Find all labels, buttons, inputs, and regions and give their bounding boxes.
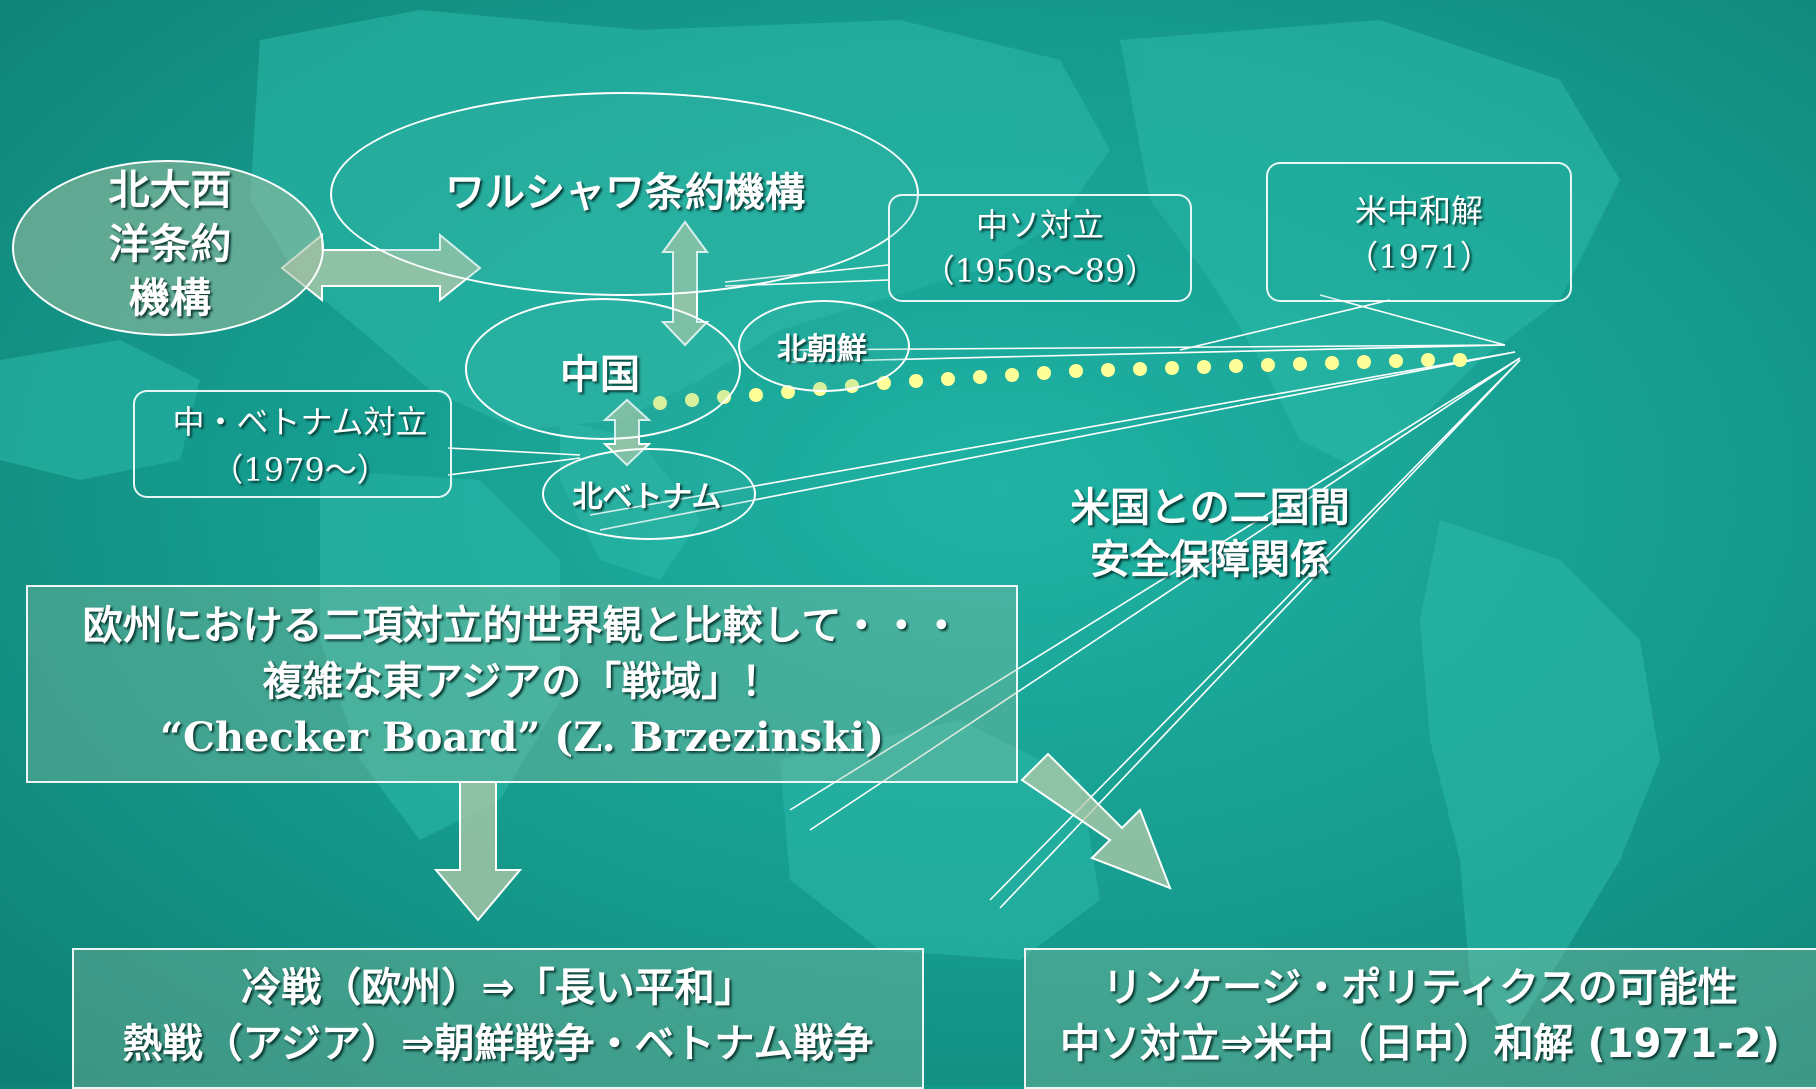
us-security-label: 米国との二国間 安全保障関係 (1030, 482, 1390, 586)
us-china-callout (1266, 162, 1572, 302)
us-china-title: 米中和解 (1354, 192, 1483, 230)
warsaw-pact-node (330, 92, 919, 296)
china-vietnam-text: 中・ベトナム対立 （1979～） (150, 398, 450, 494)
bottom-left-line2: 熱戦（アジア）⇒朝鮮戦争・ベトナム戦争 (122, 1021, 874, 1067)
down-arrow (433, 781, 523, 922)
sino-soviet-title: 中ソ対立 (975, 206, 1104, 244)
summary-line2: 複雑な東アジアの「戦域」！ (262, 659, 782, 705)
china-vietnam-years: （1979～） (211, 451, 389, 489)
north-korea-label: 北朝鮮 (777, 332, 867, 367)
us-security-line2: 安全保障関係 (1090, 537, 1330, 583)
north-vietnam-label: 北ベトナム (572, 480, 722, 515)
summary-line1: 欧州における二項対立的世界観と比較して・・・ (82, 603, 962, 649)
nato-label: 北大西 洋条約 機構 (60, 163, 280, 325)
warsaw-pact-label: ワルシャワ条約機構 (445, 170, 805, 216)
china-label: 中国 (560, 352, 640, 398)
callout-pointers (447, 264, 1506, 476)
bottom-left-text: 冷戦（欧州）⇒「長い平和」 熱戦（アジア）⇒朝鮮戦争・ベトナム戦争 (72, 960, 924, 1072)
bottom-left-box (72, 948, 924, 1089)
nato-label-line3: 機構 (129, 274, 211, 322)
china-vietnam-callout (133, 390, 452, 498)
china-node (465, 298, 741, 440)
bottom-right-line2: 中ソ対立⇒米中（日中）和解 (1971-2) (1060, 1021, 1780, 1067)
summary-box (26, 585, 1018, 783)
summary-text: 欧州における二項対立的世界観と比較して・・・ 複雑な東アジアの「戦域」！ “Ch… (26, 598, 1018, 766)
north-korea-node (738, 300, 910, 392)
us-china-year: （1971） (1346, 238, 1492, 276)
sino-soviet-years: （1950s～89） (922, 252, 1158, 290)
bottom-right-line1: リンケージ・ポリティクスの可能性 (1102, 965, 1738, 1011)
nato-label-line2: 洋条約 (108, 220, 232, 268)
nato-node (12, 160, 324, 336)
nato-label-line1: 北大西 (108, 166, 232, 214)
diagonal-arrow (1020, 752, 1172, 890)
bottom-left-line1: 冷戦（欧州）⇒「長い平和」 (241, 965, 755, 1011)
us-china-text: 米中和解 （1971） (1266, 188, 1572, 280)
sino-soviet-callout (888, 194, 1192, 302)
north-vietnam-node (542, 448, 756, 540)
summary-line3: “Checker Board” (Z. Brzezinski) (160, 714, 884, 761)
bottom-right-text: リンケージ・ポリティクスの可能性 中ソ対立⇒米中（日中）和解 (1971-2) (1024, 960, 1816, 1072)
sino-soviet-text: 中ソ対立 （1950s～89） (888, 202, 1192, 294)
us-security-line1: 米国との二国間 (1070, 485, 1350, 531)
bottom-right-box (1024, 948, 1816, 1089)
china-vietnam-title: 中・ベトナム対立 (172, 403, 428, 441)
